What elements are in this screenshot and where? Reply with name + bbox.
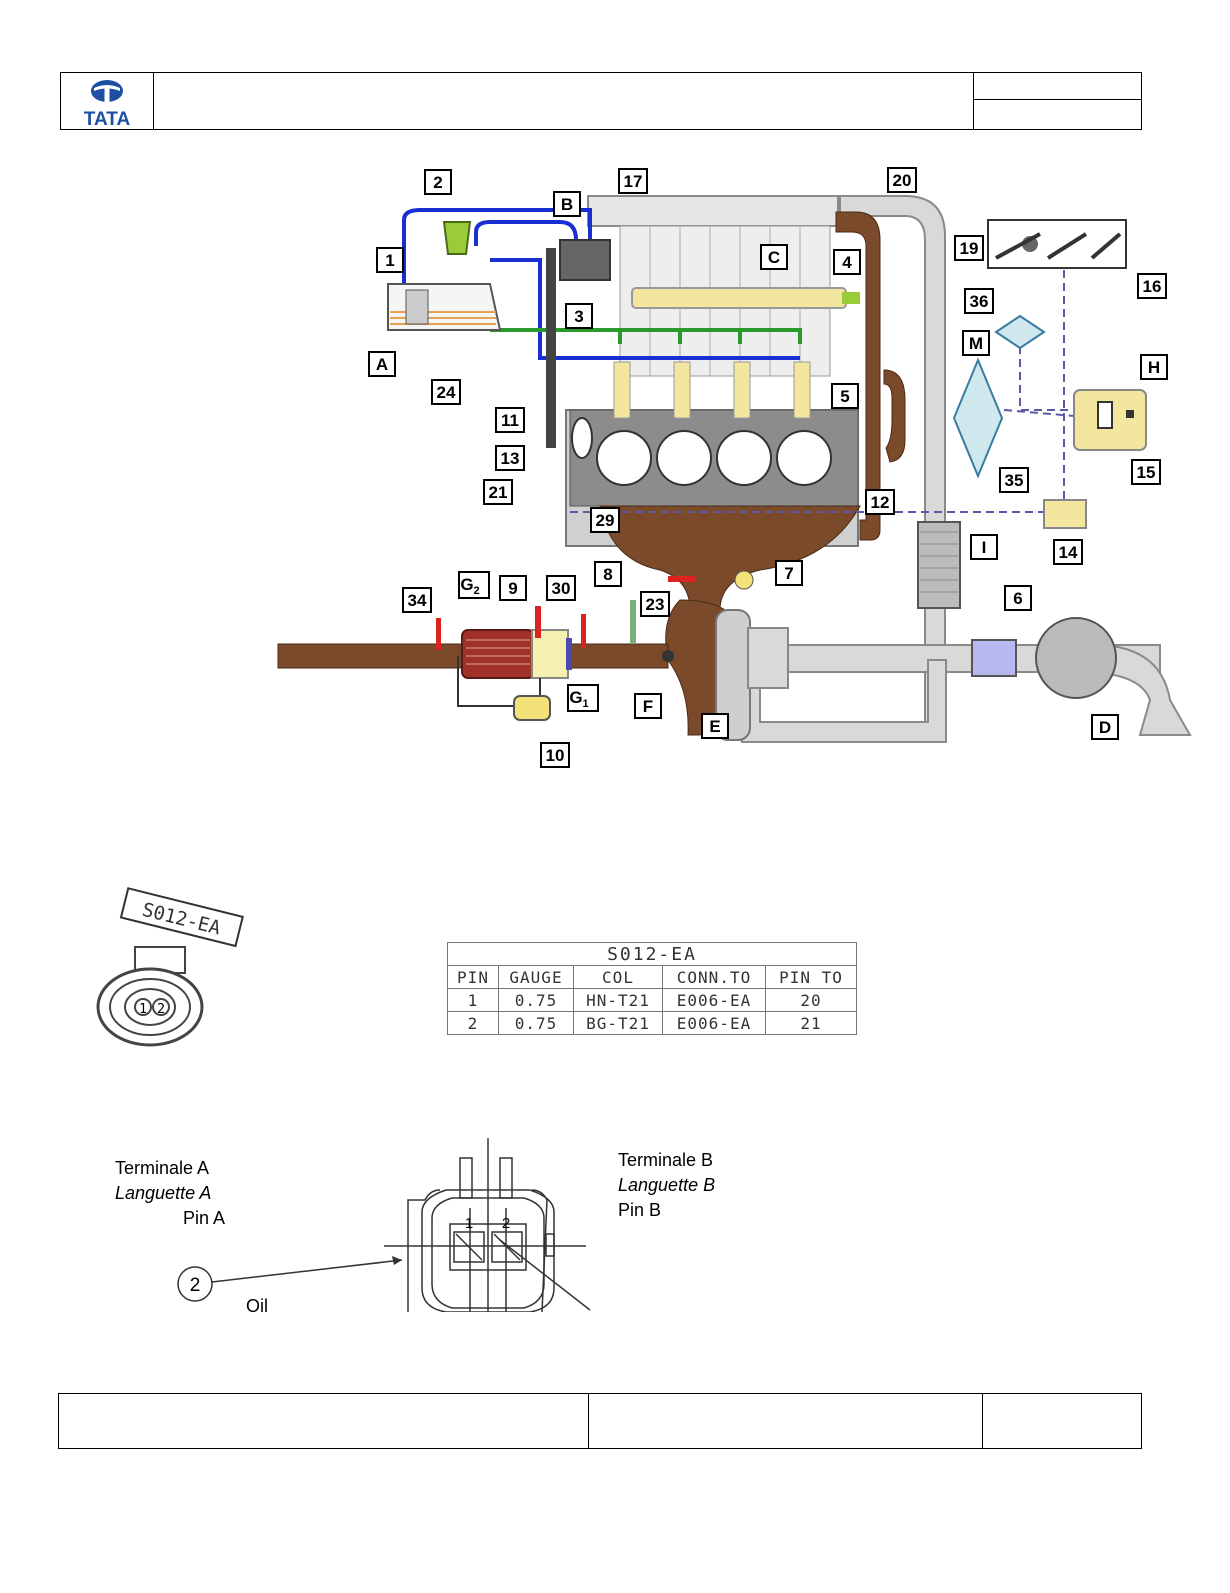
svg-text:19: 19 bbox=[960, 239, 979, 258]
table-header-row: PIN GAUGE COL CONN.TO PIN TO bbox=[447, 965, 857, 989]
pedal-box bbox=[987, 219, 1127, 269]
svg-text:13: 13 bbox=[501, 449, 520, 468]
page-header: TATA bbox=[60, 72, 1142, 130]
pin-table-title: S012-EA bbox=[447, 942, 857, 966]
terminal-detail-drawing: 2 Oil 1 2 bbox=[177, 1138, 591, 1312]
page-footer bbox=[58, 1393, 1142, 1449]
fuel-rail bbox=[631, 287, 860, 309]
svg-text:14: 14 bbox=[1059, 543, 1078, 562]
svg-text:6: 6 bbox=[1013, 589, 1022, 608]
header-divider bbox=[973, 99, 1141, 100]
svg-text:2: 2 bbox=[157, 1002, 165, 1017]
svg-text:24: 24 bbox=[437, 383, 456, 402]
svg-text:7: 7 bbox=[784, 564, 793, 583]
connector-s012-ea: S012-EA 1 2 bbox=[96, 887, 244, 1047]
svg-text:1: 1 bbox=[139, 1002, 147, 1017]
svg-text:M: M bbox=[969, 334, 983, 353]
svg-text:35: 35 bbox=[1005, 471, 1024, 490]
terminal-a-label: Terminale A bbox=[115, 1158, 210, 1178]
pin-a-label: Pin A bbox=[183, 1208, 226, 1228]
svg-text:20: 20 bbox=[893, 171, 912, 190]
header-title-cell bbox=[153, 73, 974, 129]
ecu-unit bbox=[1043, 389, 1147, 529]
svg-text:15: 15 bbox=[1137, 463, 1156, 482]
svg-text:12: 12 bbox=[871, 493, 890, 512]
svg-text:E: E bbox=[709, 717, 720, 736]
fuel-tank bbox=[387, 283, 502, 331]
detail-balloon: 2 bbox=[190, 1275, 201, 1296]
high-pressure-pump bbox=[546, 239, 611, 448]
svg-text:10: 10 bbox=[546, 746, 565, 765]
turbocharger bbox=[662, 609, 789, 741]
svg-text:30: 30 bbox=[552, 579, 571, 598]
intercooler-and-filter bbox=[917, 521, 1117, 699]
svg-text:1: 1 bbox=[465, 1215, 473, 1232]
pin-b-label: Pin B bbox=[618, 1200, 662, 1220]
svg-text:H: H bbox=[1148, 358, 1160, 377]
logo-text: TATA bbox=[84, 109, 131, 129]
svg-text:9: 9 bbox=[508, 579, 517, 598]
indicator-lamps bbox=[952, 314, 1046, 479]
intake-manifold bbox=[587, 195, 839, 377]
svg-text:F: F bbox=[643, 697, 653, 716]
svg-text:36: 36 bbox=[970, 292, 989, 311]
exhaust-sensors bbox=[436, 570, 754, 650]
languette-a-label: Languette A bbox=[115, 1183, 212, 1203]
svg-text:5: 5 bbox=[840, 387, 849, 406]
svg-text:29: 29 bbox=[596, 511, 615, 530]
svg-text:4: 4 bbox=[842, 253, 852, 272]
tata-logo: TATA bbox=[84, 80, 131, 130]
svg-text:B: B bbox=[561, 195, 573, 214]
injectors bbox=[613, 361, 811, 419]
footer-cell-right bbox=[982, 1393, 1142, 1449]
svg-text:A: A bbox=[376, 355, 388, 374]
svg-text:I: I bbox=[982, 538, 987, 557]
fuel-lines bbox=[402, 208, 802, 360]
svg-text:34: 34 bbox=[408, 591, 427, 610]
particulate-filter bbox=[457, 629, 572, 721]
svg-text:3: 3 bbox=[574, 307, 583, 326]
fuel-filter bbox=[442, 221, 472, 255]
languette-b-label: Languette B bbox=[618, 1175, 716, 1195]
svg-text:1: 1 bbox=[385, 251, 394, 270]
svg-text:16: 16 bbox=[1143, 277, 1162, 296]
svg-text:21: 21 bbox=[489, 483, 508, 502]
svg-text:G2: G2 bbox=[460, 575, 479, 597]
footer-cell-left bbox=[58, 1393, 589, 1449]
svg-text:17: 17 bbox=[624, 172, 643, 191]
footer-cell-middle bbox=[589, 1393, 982, 1449]
svg-text:11: 11 bbox=[501, 411, 519, 430]
svg-text:8: 8 bbox=[603, 565, 612, 584]
svg-text:23: 23 bbox=[646, 595, 665, 614]
logo-cell: TATA bbox=[61, 73, 154, 130]
svg-text:C: C bbox=[768, 248, 780, 267]
terminal-b-label: Terminale B bbox=[618, 1150, 714, 1170]
detail-partial-text: Oil bbox=[246, 1296, 268, 1312]
svg-text:2: 2 bbox=[502, 1215, 510, 1232]
engine-schematic: 1 2 3 4 5 6 7 8 9 10 11 12 13 14 15 16 1… bbox=[277, 167, 1192, 768]
svg-text:2: 2 bbox=[433, 173, 442, 192]
svg-text:D: D bbox=[1099, 718, 1111, 737]
svg-text:G1: G1 bbox=[569, 688, 588, 710]
callout-labels: 1 2 3 4 5 6 7 8 9 10 11 12 13 14 15 16 1… bbox=[368, 167, 1168, 768]
